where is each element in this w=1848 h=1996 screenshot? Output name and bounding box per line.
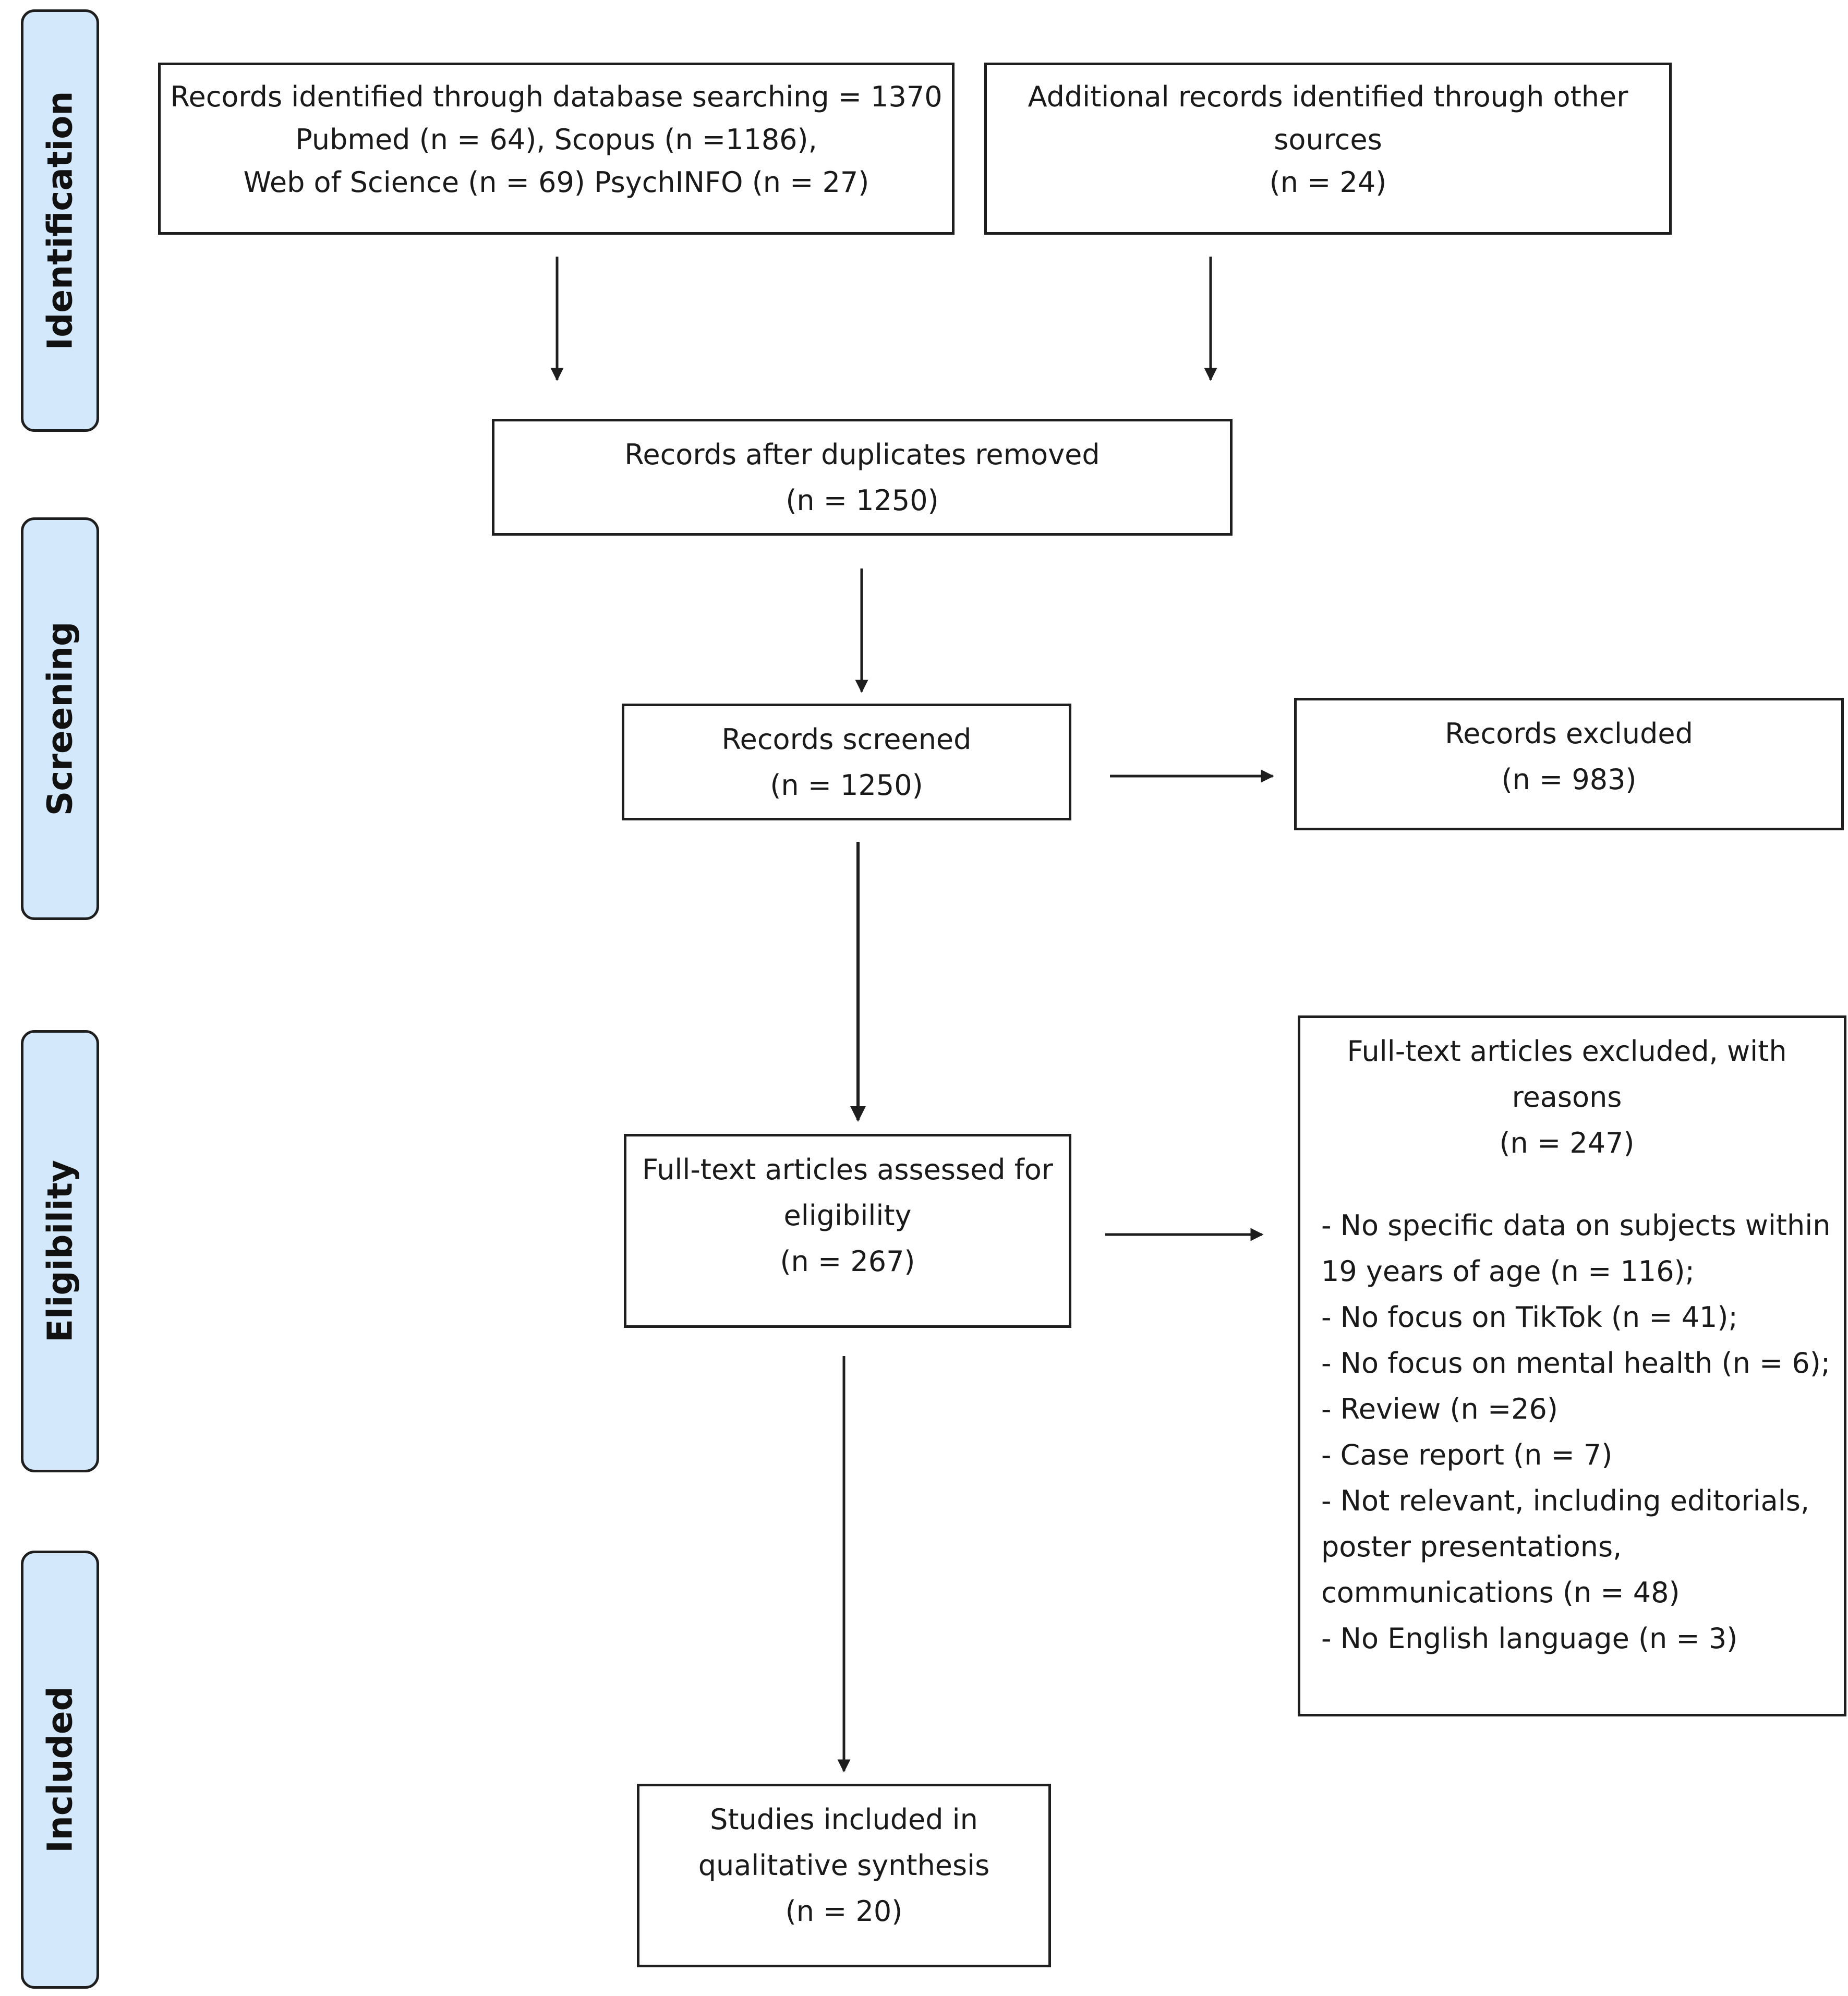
records-screened-line: Records screened	[721, 723, 972, 756]
database-search-line: Web of Science (n = 69) PsychINFO (n = 2…	[243, 166, 869, 199]
fulltext-assessed-box: Full-text articles assessed for eligibil…	[624, 1134, 1071, 1328]
exclusion-reason: - No focus on TikTok (n = 41);	[1321, 1301, 1738, 1334]
phase-included: Included	[21, 1551, 99, 1989]
exclusion-reason: - No specific data on subjects within	[1321, 1209, 1831, 1242]
studies-included-line: Studies included in	[710, 1803, 978, 1836]
records-excluded-box: Records excluded (n = 983)	[1294, 698, 1844, 830]
records-screened-line: (n = 1250)	[770, 769, 923, 802]
fulltext-excluded-header: Full-text articles excluded, with	[1347, 1035, 1787, 1068]
duplicates-removed-line: Records after duplicates removed	[624, 438, 1100, 471]
exclusion-reason: - Not relevant, including editorials,	[1321, 1484, 1810, 1517]
exclusion-reason: poster presentations,	[1321, 1530, 1622, 1563]
studies-included-line: qualitative synthesis	[698, 1849, 990, 1882]
records-screened-box: Records screened (n = 1250)	[622, 704, 1071, 820]
fulltext-excluded-header: reasons	[1512, 1081, 1622, 1114]
exclusion-reason: communications (n = 48)	[1321, 1576, 1680, 1609]
studies-included-box: Studies included in qualitative synthesi…	[637, 1784, 1051, 1967]
database-search-line: Pubmed (n = 64), Scopus (n =1186),	[295, 123, 817, 156]
fulltext-assessed-line: (n = 267)	[780, 1245, 915, 1278]
other-sources-line: (n = 24)	[1269, 166, 1387, 199]
exclusion-reason: - No focus on mental health (n = 6);	[1321, 1347, 1831, 1380]
database-search-box: Records identified through database sear…	[158, 63, 955, 235]
other-sources-line: sources	[1274, 123, 1382, 156]
fulltext-excluded-box: Full-text articles excluded, with reason…	[1298, 1015, 1846, 1716]
studies-included-line: (n = 20)	[785, 1895, 903, 1928]
database-search-line: Records identified through database sear…	[170, 80, 943, 113]
phase-screening: Screening	[21, 517, 99, 920]
duplicates-removed-box: Records after duplicates removed (n = 12…	[492, 419, 1233, 536]
phase-identification: Identification	[21, 9, 99, 432]
other-sources-line: Additional records identified through ot…	[1028, 80, 1628, 113]
phase-eligibility: Eligibility	[21, 1030, 99, 1472]
exclusion-reason: - Review (n =26)	[1321, 1393, 1558, 1425]
other-sources-box: Additional records identified through ot…	[984, 63, 1672, 235]
exclusion-reason: - Case report (n = 7)	[1321, 1438, 1613, 1471]
exclusion-reason: - No English language (n = 3)	[1321, 1622, 1738, 1655]
fulltext-assessed-line: Full-text articles assessed for	[642, 1153, 1053, 1186]
duplicates-removed-line: (n = 1250)	[786, 484, 939, 517]
exclusion-reason: 19 years of age (n = 116);	[1321, 1255, 1695, 1288]
fulltext-assessed-line: eligibility	[783, 1199, 912, 1232]
records-excluded-line: Records excluded	[1445, 717, 1693, 750]
records-excluded-line: (n = 983)	[1501, 763, 1637, 796]
fulltext-excluded-header: (n = 247)	[1499, 1127, 1635, 1159]
